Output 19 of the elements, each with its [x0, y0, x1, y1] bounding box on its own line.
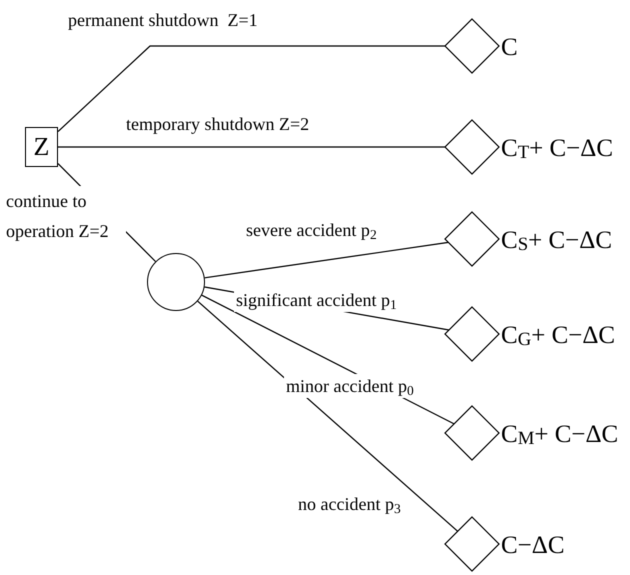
- outcome-value: C$_{S}$+ C−ΔC: [501, 226, 612, 255]
- branch-line: [204, 242, 448, 278]
- outcome-diamond: [445, 517, 499, 571]
- branch-line: [58, 45, 445, 132]
- outcome-diamond: [445, 406, 499, 460]
- branch-line: [197, 300, 458, 532]
- outcome-diamond: [445, 307, 499, 361]
- edge-label: minor accident p$_{0}$: [284, 374, 416, 398]
- outcome-diamond: [445, 19, 499, 73]
- decision-box: [25, 127, 58, 167]
- outcome-diamond: [445, 120, 499, 174]
- outcome-value: C: [501, 32, 518, 62]
- outcome-diamond: [445, 212, 499, 266]
- outcome-value: C$_{T}$+ C−ΔC: [501, 134, 614, 163]
- branch-line: [58, 146, 445, 148]
- outcome-value: C−ΔC: [501, 530, 565, 560]
- node-text: Z: [34, 134, 50, 160]
- outcome-value: C$_{M}$+ C−ΔC: [501, 420, 618, 449]
- outcome-value: C$_{G}$+ C−ΔC: [501, 320, 616, 350]
